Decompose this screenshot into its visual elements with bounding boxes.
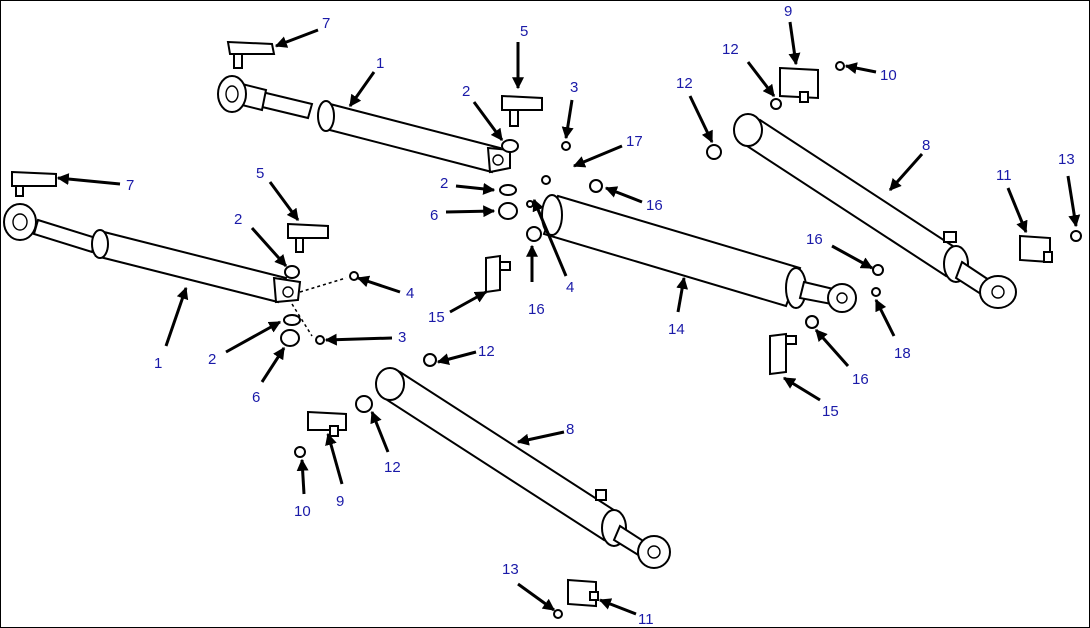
callout-8-lower: 8 [566,421,574,438]
callout-16-under: 16 [528,301,545,318]
cylinder-lower [375,367,671,569]
callout-16-right: 16 [806,231,823,248]
callout-4-left: 4 [406,285,414,302]
callout-14: 14 [668,321,685,338]
washer-12-b [706,144,722,160]
callout-9-upper: 9 [784,3,792,20]
bracket-11-right [1019,234,1053,264]
callout-7-left: 7 [126,177,134,194]
callout-17: 17 [626,133,643,150]
callout-2-upper: 2 [462,83,470,100]
washer-12-a [770,98,782,110]
washer-12-c [423,353,437,367]
bracket-11-lower [567,578,599,608]
callout-16-mid: 16 [646,197,663,214]
callout-13-lower: 13 [502,561,519,578]
callout-3-upper: 3 [570,79,578,96]
callout-12-lower-b: 12 [384,459,401,476]
pin-18 [871,287,881,297]
callout-13-right: 13 [1058,151,1075,168]
callout-10-upper: 10 [880,67,897,84]
cylinder-middle [541,194,857,313]
bolt-13-lower [553,609,563,619]
callout-2-middle: 2 [440,175,448,192]
cylinder-right [733,113,1017,309]
callout-3-lower: 3 [398,329,406,346]
mount-bracket-7-upper [226,40,276,69]
callout-9-lower: 9 [336,493,344,510]
cylinder-left [3,203,347,337]
bracket-15-left [485,254,511,294]
callout-15-left: 15 [428,309,445,326]
callout-1-left: 1 [154,355,162,372]
callout-6-lower: 6 [252,389,260,406]
callout-12-upper-b: 12 [676,75,693,92]
bolt-13-right [1070,230,1082,242]
callout-5-upper: 5 [520,23,528,40]
callout-10-lower: 10 [294,503,311,520]
callout-11-lower: 11 [638,611,654,628]
callout-8-upper: 8 [922,137,930,154]
callout-5-left: 5 [256,165,264,182]
callout-2-left: 2 [234,211,242,228]
callout-18: 18 [894,345,911,362]
washer-12-d [355,395,373,413]
callout-7-upper: 7 [322,15,330,32]
bolt-10-lower [294,446,306,458]
callout-12-upper-a: 12 [722,41,739,58]
callout-2-lower: 2 [208,351,216,368]
bolt-10-upper [835,61,845,71]
mount-bracket-7-left [11,170,57,197]
callout-6-upper: 6 [430,207,438,224]
cylinder-upper [217,75,511,174]
callout-labels: 7 1 5 2 3 17 2 6 16 16 4 7 5 2 4 15 1 2 … [126,3,1075,628]
hardware-pieces [280,94,603,347]
callout-15-right: 15 [822,403,839,420]
bracket-15-right [769,332,797,376]
callout-4-mid: 4 [566,279,574,296]
callout-12-lower-a: 12 [478,343,495,360]
callout-1-upper: 1 [376,55,384,72]
callout-16-lower: 16 [852,371,869,388]
bracket-9-lower [307,410,347,437]
callout-11-right: 11 [996,167,1012,184]
washer-16-lower [805,315,819,329]
leader-arrows [56,21,1081,616]
washer-16-right [872,264,884,276]
bracket-9-upper [779,66,819,103]
